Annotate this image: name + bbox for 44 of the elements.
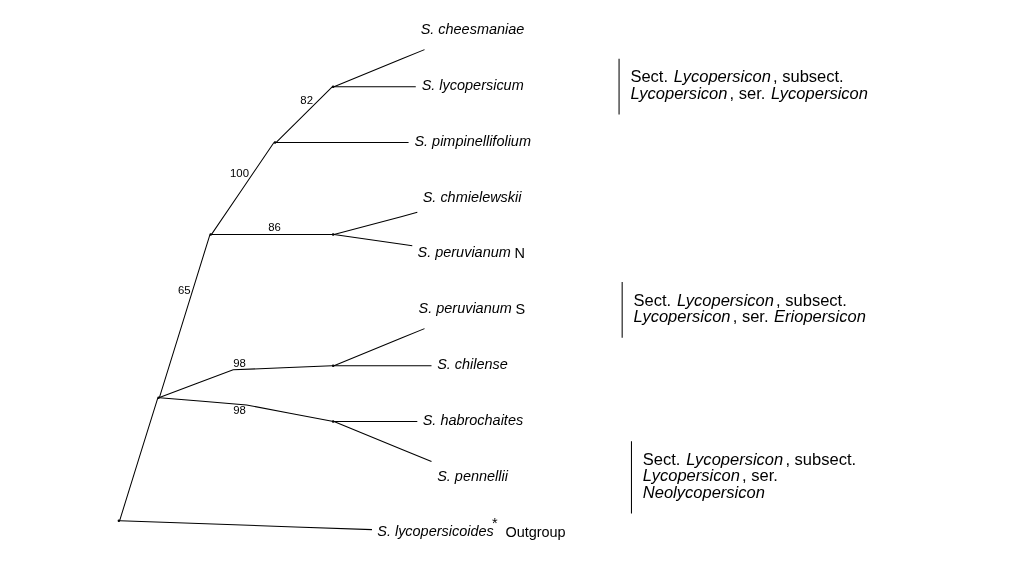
node-text: S. habrochaites bbox=[422, 411, 523, 428]
node-point bbox=[331, 233, 334, 236]
node-text: S. peruvianum N bbox=[417, 244, 525, 262]
node-text: S. pennellii bbox=[436, 467, 508, 484]
edge-label: 98 bbox=[232, 404, 246, 417]
node-text: S. peruvianum S bbox=[418, 300, 525, 318]
connector bbox=[158, 234, 210, 399]
connector bbox=[332, 365, 432, 367]
label: Sect. Lycopersicon, subsect. Lycopersicon, ser. Eriopersicon bbox=[633, 290, 866, 327]
connector bbox=[210, 142, 274, 235]
edge-label: 82 bbox=[299, 94, 313, 107]
connector bbox=[158, 365, 332, 398]
edge-label: 100 bbox=[229, 167, 249, 180]
node-point bbox=[331, 85, 334, 88]
connector bbox=[118, 397, 158, 522]
connector bbox=[332, 233, 413, 247]
connector bbox=[275, 86, 333, 143]
node-text: S. cheesmaniae bbox=[420, 21, 524, 38]
connector bbox=[332, 421, 418, 422]
node-point bbox=[331, 420, 334, 423]
node-label: Outgroup bbox=[504, 524, 566, 541]
connector bbox=[118, 520, 372, 531]
node-text: S. chilense bbox=[436, 356, 508, 373]
label: Sect. Lycopersicon, subsect. Lycopersicon, ser. Neolycopersicon bbox=[642, 449, 856, 502]
connector bbox=[332, 211, 418, 235]
connector bbox=[332, 49, 425, 88]
edge-label: 98 bbox=[232, 356, 246, 369]
node-point bbox=[331, 364, 334, 367]
node-point bbox=[156, 396, 160, 399]
node-point bbox=[117, 519, 120, 522]
edge-label: 65 bbox=[177, 284, 191, 297]
edge-label: 86 bbox=[267, 221, 281, 234]
label: Sect. Lycopersicon, subsect. Lycopersicon, ser. Lycopersicon bbox=[629, 67, 868, 103]
connector bbox=[158, 397, 333, 422]
node-point bbox=[208, 233, 212, 236]
node-text: S. pimpinellifolium bbox=[413, 132, 531, 149]
connector bbox=[274, 142, 409, 143]
connector bbox=[332, 328, 425, 367]
node-point bbox=[273, 141, 276, 144]
connector bbox=[332, 421, 432, 462]
node-text: S. lycopersicum bbox=[421, 77, 524, 93]
connector bbox=[210, 233, 332, 235]
connector bbox=[332, 86, 416, 88]
node-text: S. chmielewskii bbox=[422, 188, 522, 205]
